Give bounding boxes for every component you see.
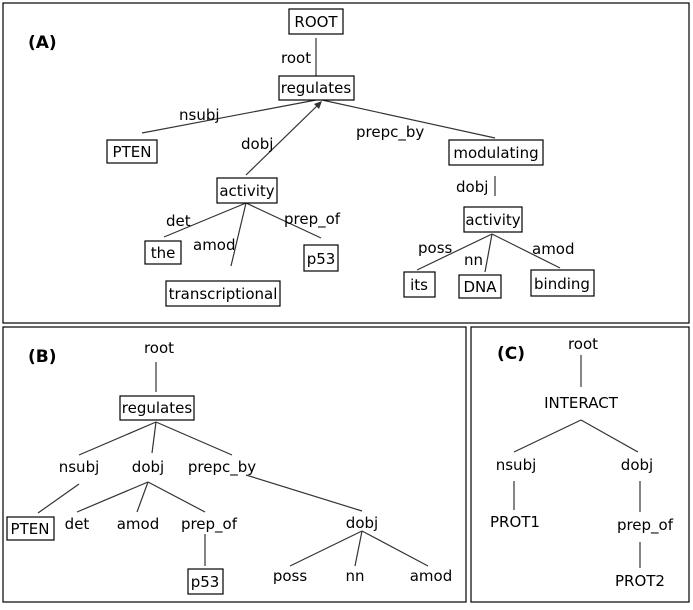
svg-text:p53: p53 (307, 250, 336, 268)
svg-text:activity: activity (219, 182, 274, 200)
b-rel-prep-of: prep_of (181, 515, 238, 534)
panel-c-edges (513, 355, 641, 568)
b-rel-nn: nn (345, 567, 364, 585)
svg-text:transcriptional: transcriptional (169, 285, 278, 303)
svg-text:ROOT: ROOT (294, 13, 338, 31)
svg-text:regulates: regulates (281, 79, 352, 97)
node-binding: binding (530, 269, 595, 297)
c-node-prot2: PROT2 (615, 572, 665, 590)
b-rel-dobj: dobj (132, 458, 164, 476)
b-rel-amod: amod (117, 515, 160, 533)
panel-b-label: (B) (28, 347, 57, 367)
rel-dobj: dobj (241, 135, 273, 153)
panel-a-label: (A) (28, 33, 57, 53)
node-pten: PTEN (106, 139, 158, 164)
rel-nsubj: nsubj (179, 106, 220, 124)
b-rel-poss: poss (273, 567, 308, 585)
svg-text:PTEN: PTEN (11, 520, 50, 538)
b-rel-det: det (65, 515, 90, 533)
node-regulates: regulates (278, 75, 355, 101)
node-modulating: modulating (448, 139, 544, 166)
c-rel-root: root (568, 335, 598, 353)
node-transcriptional: transcriptional (165, 280, 281, 307)
svg-text:p53: p53 (191, 573, 220, 591)
panel-b-frame (2, 326, 467, 603)
rel-poss: poss (418, 239, 453, 257)
rel-prepc-by: prepc_by (356, 123, 424, 142)
panel-a-edges (141, 38, 561, 273)
node-the: the (144, 240, 182, 265)
svg-text:the: the (151, 244, 176, 262)
node-dna: DNA (458, 274, 502, 299)
panel-c-frame (470, 326, 690, 603)
node-activity-2: activity (463, 206, 523, 233)
svg-text:regulates: regulates (122, 399, 193, 417)
rel-prep-of: prep_of (284, 210, 341, 229)
c-rel-nsubj: nsubj (496, 456, 537, 474)
svg-text:DNA: DNA (463, 278, 497, 296)
b-rel-nsubj: nsubj (59, 458, 100, 476)
b-node-p53: p53 (187, 568, 224, 595)
c-rel-dobj: dobj (621, 456, 653, 474)
b-rel-dobj-2: dobj (346, 514, 378, 532)
b-node-pten: PTEN (6, 516, 55, 541)
node-activity: activity (216, 177, 278, 204)
svg-text:its: its (410, 276, 428, 294)
b-rel-prepc-by: prepc_by (188, 458, 256, 477)
rel-nn: nn (464, 251, 483, 269)
b-node-regulates: regulates (119, 395, 195, 421)
svg-text:modulating: modulating (453, 144, 538, 162)
b-rel-root: root (144, 339, 174, 357)
rel-root: root (281, 49, 311, 67)
node-its: its (403, 271, 436, 298)
svg-text:PTEN: PTEN (113, 143, 152, 161)
svg-text:activity: activity (465, 211, 520, 229)
node-p53: p53 (303, 244, 339, 272)
rel-det: det (166, 212, 191, 230)
c-node-interact: INTERACT (544, 394, 619, 412)
panel-a-frame (2, 2, 690, 324)
panel-c-label: (C) (497, 344, 525, 364)
c-node-prot1: PROT1 (490, 513, 540, 531)
b-rel-amod-2: amod (410, 567, 453, 585)
panel-b-edges (37, 362, 429, 567)
node-root: ROOT (288, 8, 344, 35)
rel-amod: amod (193, 236, 236, 254)
rel-amod-2: amod (532, 240, 575, 258)
rel-dobj-2: dobj (456, 178, 488, 196)
svg-text:binding: binding (534, 275, 590, 293)
c-rel-prep-of: prep_of (617, 516, 674, 535)
